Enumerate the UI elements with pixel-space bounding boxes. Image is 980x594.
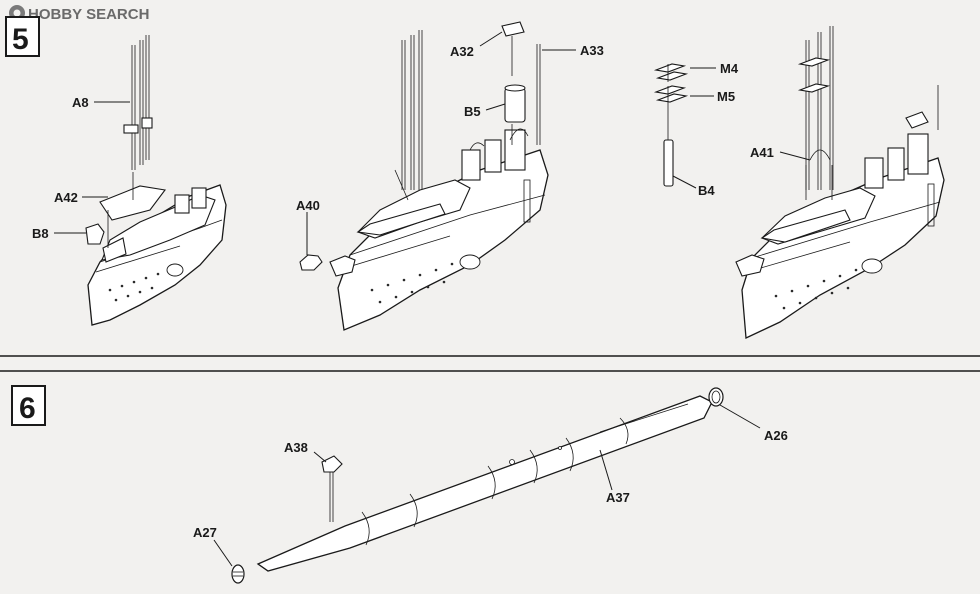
part-label-m5: M5 <box>717 89 735 104</box>
conning-tower-assembly-2 <box>299 21 576 331</box>
part-label-b5: B5 <box>464 104 481 119</box>
part-label-a26: A26 <box>764 428 788 443</box>
part-label-a33: A33 <box>580 43 604 58</box>
watermark-brand: HOBBY SEARCH <box>28 6 149 23</box>
part-label-b4: B4 <box>698 183 715 198</box>
step-number: 5 <box>12 23 29 56</box>
part-label-a40: A40 <box>296 198 320 213</box>
part-label-a38: A38 <box>284 440 308 455</box>
conning-tower-assembly-1 <box>54 35 227 326</box>
step-6-panel: 6 <box>11 385 46 426</box>
conning-tower-assembly-3 <box>735 26 945 339</box>
step-number: 6 <box>19 392 36 425</box>
part-label-a41: A41 <box>750 145 774 160</box>
part-label-a32: A32 <box>450 44 474 59</box>
periscope-tube-a37 <box>213 387 761 584</box>
part-label-b8: B8 <box>32 226 49 241</box>
sub-parts-group <box>653 63 716 189</box>
step-number-box <box>11 385 46 426</box>
part-label-a42: A42 <box>54 190 78 205</box>
step-5-panel: 5 <box>5 16 40 57</box>
part-label-a27: A27 <box>193 525 217 540</box>
part-label-a37: A37 <box>606 490 630 505</box>
step-number-box <box>5 16 40 57</box>
part-label-a8: A8 <box>72 95 89 110</box>
part-label-m4: M4 <box>720 61 739 76</box>
